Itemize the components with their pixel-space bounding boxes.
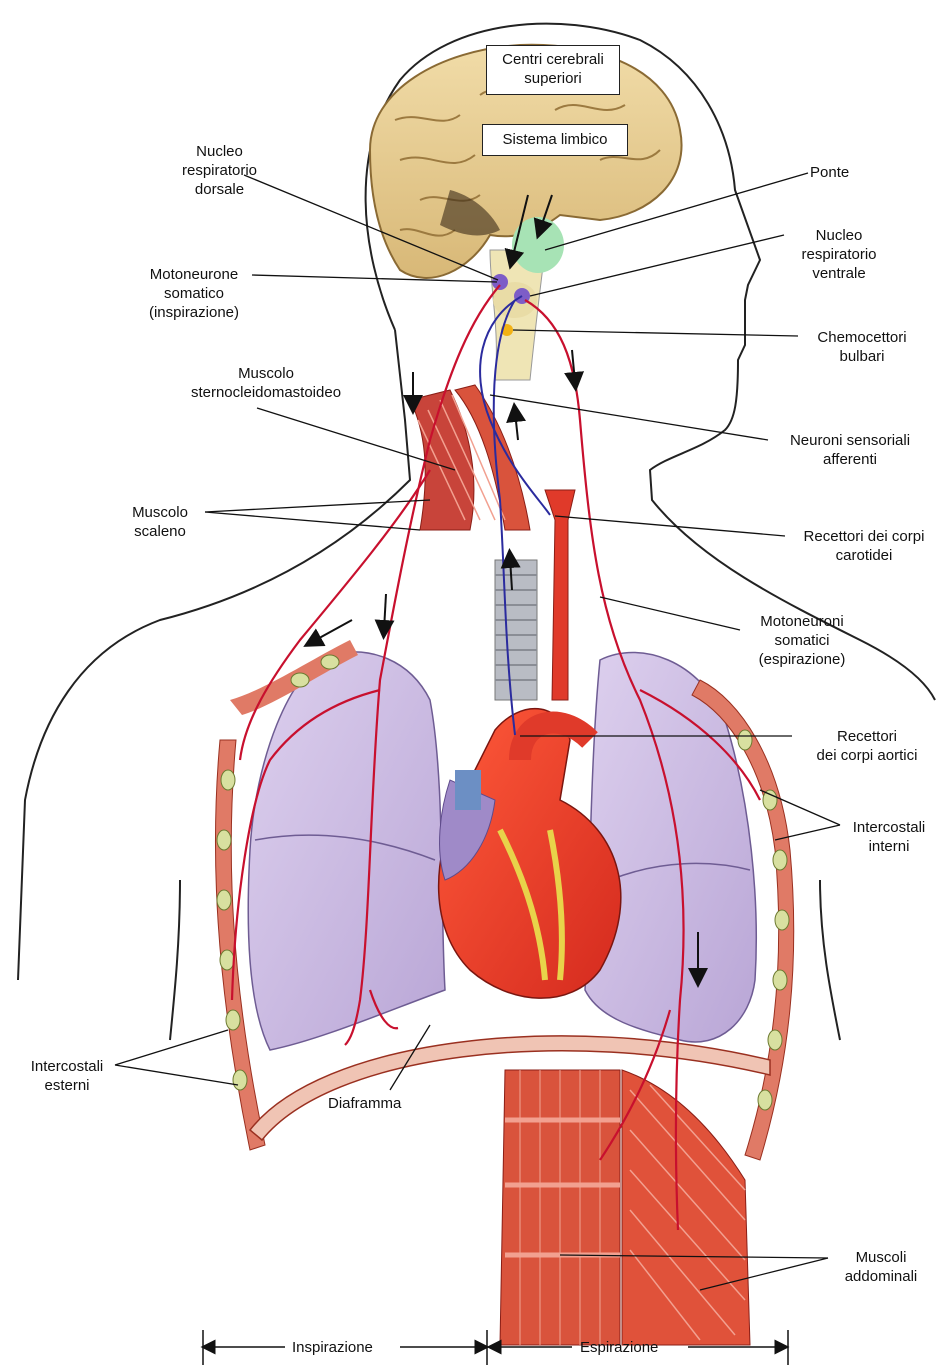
afferent-sensory-neurons-label: Neuroni sensoriali afferenti — [768, 431, 932, 469]
aortic-body-receptors-label: Recettori dei corpi aortici — [794, 727, 940, 765]
limbic-system-box: Sistema limbico — [482, 124, 628, 156]
internal-intercostals-label: Intercostali interni — [840, 818, 938, 856]
leader-lines — [115, 173, 840, 1290]
higher-brain-centers-box: Centri cerebrali superiori — [486, 45, 620, 95]
left-lung — [248, 652, 445, 1050]
ventral-respiratory-nucleus-label: Nucleo respiratorio ventrale — [783, 226, 895, 283]
sternocleidomastoid-label: Muscolo sternocleidomastoideo — [160, 364, 372, 402]
neck-muscles — [410, 385, 530, 530]
abdominal-muscles — [500, 1070, 750, 1345]
dorsal-respiratory-nucleus-label: Nucleo respiratorio dorsale — [152, 142, 287, 199]
expiration-label: Espirazione — [580, 1338, 658, 1357]
inspiration-label: Inspirazione — [292, 1338, 373, 1357]
trachea — [495, 560, 537, 700]
carotid-artery — [545, 490, 575, 700]
medullary-chemoreceptors-label: Chemocettori bulbari — [800, 328, 924, 366]
carotid-body-receptors-label: Recettori dei corpi carotidei — [786, 527, 942, 565]
somatic-motor-neuron-inspiration-label: Motoneurone somatico (inspirazione) — [130, 265, 258, 322]
scalene-muscle-label: Muscolo scaleno — [108, 503, 212, 541]
diaphragm-label: Diaframma — [328, 1094, 401, 1113]
external-intercostals-label: Intercostali esterni — [15, 1057, 119, 1095]
somatic-motor-neurons-expiration-label: Motoneuroni somatici (espirazione) — [740, 612, 864, 669]
pons-label: Ponte — [810, 163, 849, 182]
abdominal-muscles-label: Muscoli addominali — [826, 1248, 936, 1286]
